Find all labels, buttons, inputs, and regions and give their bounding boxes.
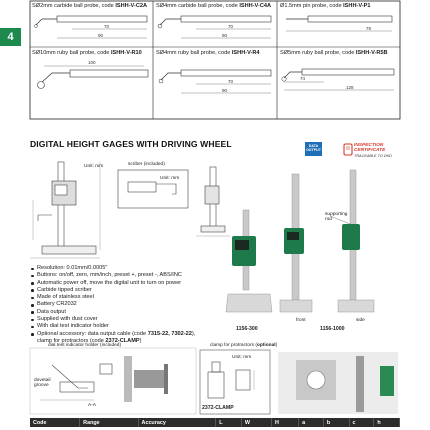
dovetail-label: dovetail groove [34, 378, 51, 388]
probe-code: ISHH-V-R4 [231, 50, 260, 56]
probe-dim: 90 [222, 88, 228, 93]
probe-drawing [281, 68, 395, 91]
spec-item: Buttons: on/off, zero, mm/inch, preset +… [30, 272, 240, 279]
col-range: Range [79, 418, 139, 427]
probe-dim: 90 [222, 33, 228, 38]
probe-cell-r10: SØ10mm ruby ball probe, code ISHH-V-R10 … [32, 50, 152, 116]
probe-dim: 70 [104, 24, 110, 29]
clamp-label: clamp for protractors (optional) [210, 343, 278, 348]
table-header-row: Code Range Accuracy L W H a b c h [30, 418, 400, 427]
unit-label: Unit: mm [84, 164, 104, 169]
probe-code: ISHH-V-R5B [355, 50, 388, 56]
probe-dim: 100 [88, 60, 96, 65]
spec-item-optional: Optional accessory: data output cable (c… [30, 331, 240, 346]
model-table: Code Range Accuracy L W H a b c h [30, 418, 400, 427]
col-accuracy: Accuracy [138, 418, 217, 427]
spec-item: Automatic power off, move the digital un… [30, 280, 240, 287]
probe-drawing [37, 65, 149, 89]
probe-drawing [158, 69, 272, 94]
spec-item: Battery CR2032 [30, 301, 240, 308]
clamp-code-label: 2372-CLAMP [202, 405, 234, 411]
spec-item: With dial test indicator holder [30, 323, 240, 330]
unit-label-2: Unit: mm [160, 176, 180, 181]
col-b: b [323, 418, 350, 427]
probe-dim: 74 [300, 76, 306, 81]
col-l: L [215, 418, 242, 427]
dial-holder-label: dial test indicator holder (included) [48, 343, 122, 348]
probe-name: SØ4mm carbide ball probe, code [156, 3, 240, 9]
col-h2: h [373, 418, 400, 427]
certificate-icon [343, 143, 353, 156]
probe-name: SØ5mm ruby ball probe, code [280, 50, 356, 56]
probe-name: SØ4mm ruby ball probe, code [156, 50, 232, 56]
model-label-1156-1000: 1156-1000 [320, 326, 345, 332]
probe-name: SØ2mm carbide ball probe, code [32, 3, 116, 9]
probe-dim: 128 [346, 85, 354, 90]
probe-drawing [34, 15, 148, 39]
scriber-label: scriber (included) [128, 162, 165, 167]
spec-item: Resolution: 0.01mm/0.0005" [30, 265, 240, 272]
inspection-certificate-badge: INSPECTION CERTIFICATE TRACEABLE TO DKD [343, 142, 403, 167]
probe-cell-c4a: SØ4mm carbide ball probe, code ISHH-V-C4… [156, 3, 276, 45]
probe-code: ISHH-V-R10 [110, 50, 142, 56]
clamp-unit-label: Unit: mm [232, 355, 252, 360]
section-aa-label: A-A [88, 403, 96, 408]
spec-item: Made of stainless steel [30, 294, 240, 301]
col-w: W [241, 418, 272, 427]
inspection-subtitle: TRACEABLE TO DKD [354, 154, 392, 158]
probe-drawing [286, 15, 393, 32]
spec-item: Carbide tipped scriber [30, 287, 240, 294]
supporting-rod-label: supporting rod [325, 212, 348, 222]
col-a: a [298, 418, 324, 427]
probe-dim: 78 [366, 26, 372, 31]
probe-dim: 70 [228, 24, 234, 29]
probe-code: ISHH-V-C4A [239, 3, 272, 9]
probe-code: ISHH-V-P1 [343, 3, 371, 9]
front-label: front [296, 318, 306, 323]
inspection-title: INSPECTION CERTIFICATE [354, 143, 386, 154]
probe-dim: 70 [228, 79, 234, 84]
probe-name: SØ10mm ruby ball probe, code [32, 50, 111, 56]
col-h: H [271, 418, 300, 427]
model-label-1156-300: 1156-300 [236, 326, 258, 332]
spec-item: Data output [30, 309, 240, 316]
col-c: c [349, 418, 375, 427]
page-tab: 4 [0, 28, 21, 46]
probe-name: Ø1.5mm pin probe, code [280, 3, 344, 9]
probe-dim: 90 [98, 33, 104, 38]
probe-cell-p1: Ø1.5mm pin probe, code ISHH-V-P1 78 [280, 3, 398, 45]
probe-cell-r4: SØ4mm ruby ball probe, code ISHH-V-R4 70… [156, 50, 276, 116]
probe-cell-c2a: SØ2mm carbide ball probe, code ISHH-V-C2… [32, 3, 152, 45]
data-output-badge: DATA OUTPUT [305, 142, 322, 156]
probe-drawing [157, 15, 272, 39]
col-code: Code [30, 418, 81, 427]
side-label: side [356, 318, 365, 323]
section-title: DIGITAL HEIGHT GAGES WITH DRIVING WHEEL [30, 139, 232, 149]
probe-cell-r5b: SØ5mm ruby ball probe, code ISHH-V-R5B 7… [280, 50, 398, 116]
spec-list: Resolution: 0.01mm/0.0005" Buttons: on/o… [30, 265, 240, 345]
spec-item: Supplied with dust cover [30, 316, 240, 323]
probe-code: ISHH-V-C2A [115, 3, 148, 9]
